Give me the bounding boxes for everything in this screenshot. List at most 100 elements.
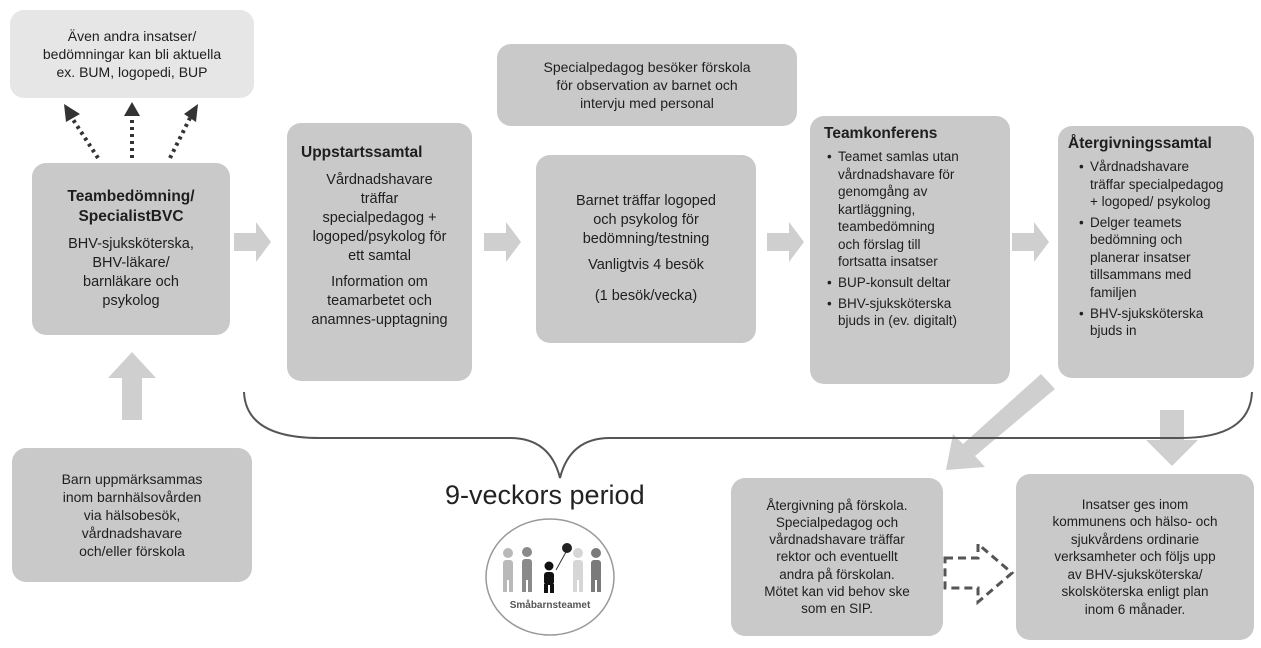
team-assessment-title: Teambedömning/: [67, 188, 195, 206]
interventions-line: sjukvårdens ordinarie: [1070, 531, 1200, 547]
preschool-visit-line: för observation av barnet och: [556, 76, 738, 93]
team-conference-title: Teamkonferens: [824, 125, 938, 142]
child-noticed-line: och/eller förskola: [79, 543, 185, 560]
startup-meeting-line: ett samtal: [348, 247, 411, 264]
preschool-feedback-line: Mötet kan vid behov ske: [764, 583, 910, 599]
dotted-arrow-left: [70, 116, 100, 160]
feedback-meeting-line: tillsammans med: [1090, 267, 1192, 283]
logo-text: Småbarnsteamet: [510, 599, 591, 611]
preschool-feedback-line: rektor och eventuellt: [776, 549, 898, 565]
feedback-meeting-list: Vårdnadshavare träffar specialpedagog + …: [1076, 158, 1246, 339]
team-assessment-box: Teambedömning/ SpecialistBVC BHV-sjukskö…: [32, 163, 230, 335]
startup-meeting-title: Uppstartssamtal: [301, 144, 423, 161]
team-conference-line: BUP-konsult deltar: [838, 274, 951, 290]
team-conference-line: bjuds in (ev. digitalt): [838, 313, 958, 329]
team-conference-bullet: Teamet samlas utan vårdnadshavare för ge…: [827, 148, 1002, 271]
feedback-meeting-bullet: Delger teamets bedömning och planerar in…: [1079, 214, 1246, 302]
flow-arrow-3: [767, 222, 804, 262]
team-assessment-title: SpecialistBVC: [78, 208, 184, 226]
startup-meeting-info: Information om: [331, 274, 428, 291]
feedback-meeting-bullet: Vårdnadshavare träffar specialpedagog + …: [1079, 158, 1246, 211]
feedback-meeting-line: BHV-sjuksköterska: [1090, 305, 1204, 321]
interventions-line: av BHV-sjuksköterska/: [1067, 566, 1203, 582]
interventions-line: skolsköterska enligt plan: [1061, 584, 1209, 600]
child-noticed-line: Barn uppmärksammas: [61, 470, 203, 487]
smabarnsteamet-logo: Småbarnsteamet: [485, 518, 615, 636]
team-conference-line: Teamet samlas utan: [838, 149, 959, 165]
team-conference-line: och förslag till: [838, 236, 921, 252]
diagonal-arrow: [946, 374, 1055, 470]
startup-meeting-info: teamarbetet och: [327, 293, 432, 310]
assessment-visits-frequency: (1 besök/vecka): [594, 288, 698, 305]
team-conference-list: Teamet samlas utan vårdnadshavare för ge…: [824, 148, 1002, 329]
dotted-arrowhead-left: [64, 104, 80, 122]
interventions-line: Insatser ges inom: [1081, 496, 1189, 512]
interventions-line: kommunens och hälso- och: [1052, 514, 1218, 530]
preschool-visit-box: Specialpedagog besöker förskola för obse…: [497, 44, 797, 126]
dotted-arrowhead-middle: [124, 102, 140, 116]
feedback-meeting-box: Återgivningssamtal Vårdnadshavare träffa…: [1058, 126, 1254, 378]
other-interventions-line: Även andra insatser/: [67, 27, 197, 44]
child-noticed-line: vårdnadshavare: [81, 525, 183, 542]
person-figure-1-icon: [503, 548, 513, 592]
preschool-feedback-line: Återgivning på förskola.: [766, 497, 908, 513]
flow-arrow-2: [484, 222, 521, 262]
feedback-meeting-bullet: BHV-sjuksköterska bjuds in: [1079, 305, 1246, 340]
period-brace: [243, 391, 1253, 479]
feedback-meeting-line: Delger teamets: [1090, 214, 1182, 230]
startup-meeting-line: träffar: [360, 190, 399, 207]
interventions-box: Insatser ges inom kommunens och hälso- o…: [1016, 474, 1254, 640]
interventions-line: inom 6 månader.: [1084, 601, 1186, 617]
feedback-meeting-line: + logoped/ psykolog: [1090, 194, 1211, 210]
assessment-visits-line: och psykolog för: [593, 211, 699, 228]
dotted-arrow-right: [168, 117, 192, 159]
feedback-meeting-line: bjuds in: [1090, 323, 1137, 339]
preschool-feedback-box: Återgivning på förskola. Specialpedagog …: [731, 478, 943, 636]
dashed-arrow: [943, 540, 1015, 606]
team-assessment-line: barnläkare och: [83, 274, 179, 291]
team-conference-line: fortsatta insatser: [838, 254, 938, 270]
team-conference-line: kartläggning,: [838, 201, 916, 217]
feedback-meeting-line: bedömning och: [1090, 232, 1183, 248]
startup-meeting-line: specialpedagog +: [322, 209, 437, 226]
feedback-meeting-line: Vårdnadshavare: [1090, 159, 1190, 175]
person-figure-4-icon: [591, 548, 601, 592]
child-noticed-line: inom barnhälsovården: [62, 488, 202, 505]
team-conference-box: Teamkonferens Teamet samlas utan vårdnad…: [810, 116, 1010, 384]
preschool-feedback-line: som en SIP.: [801, 601, 873, 617]
feedback-meeting-line: träffar specialpedagog: [1090, 176, 1224, 192]
team-conference-bullet: BHV-sjuksköterska bjuds in (ev. digitalt…: [827, 295, 1002, 330]
team-conference-bullet: BUP-konsult deltar: [827, 274, 1002, 292]
startup-meeting-info: anamnes-upptagning: [311, 312, 448, 329]
period-label: 9-veckors period: [445, 480, 645, 510]
team-conference-line: genomgång av: [838, 184, 928, 200]
dotted-arrowhead-right: [184, 104, 198, 122]
child-noticed-box: Barn uppmärksammas inom barnhälsovården …: [12, 448, 252, 582]
preschool-visit-line: intervju med personal: [580, 95, 714, 112]
preschool-feedback-line: vårdnadshavare träffar: [769, 532, 905, 548]
child-with-balloon-icon: [544, 543, 572, 593]
person-figure-2-icon: [522, 547, 532, 592]
team-conference-line: BHV-sjuksköterska: [838, 295, 952, 311]
startup-meeting-line: logoped/psykolog för: [312, 228, 447, 245]
other-interventions-line: bedömningar kan bli aktuella: [42, 45, 222, 62]
feedback-meeting-title: Återgivningssamtal: [1068, 135, 1212, 152]
preschool-visit-line: Specialpedagog besöker förskola: [543, 58, 751, 75]
team-conference-line: vårdnadshavare för: [838, 166, 955, 182]
person-figure-3-icon: [573, 548, 583, 592]
assessment-visits-line: bedömning/testning: [582, 230, 710, 247]
other-interventions-line: ex. BUM, logopedi, BUP: [56, 64, 208, 81]
assessment-visits-box: Barnet träffar logoped och psykolog för …: [536, 155, 756, 343]
flow-arrow-4: [1012, 222, 1049, 262]
preschool-feedback-line: Specialpedagog och: [775, 514, 899, 530]
startup-meeting-box: Uppstartssamtal Vårdnadshavare träffar s…: [287, 123, 472, 381]
team-assessment-line: psykolog: [102, 292, 160, 309]
preschool-feedback-line: andra på förskolan.: [779, 566, 895, 582]
interventions-line: verksamheter och följs upp: [1054, 549, 1216, 565]
feedback-meeting-line: familjen: [1090, 284, 1137, 300]
team-assessment-line: BHV-sjuksköterska,: [68, 236, 194, 253]
flow-arrow-1: [234, 222, 271, 262]
up-arrow: [108, 352, 156, 420]
assessment-visits-usual: Vanligtvis 4 besök: [588, 257, 704, 274]
